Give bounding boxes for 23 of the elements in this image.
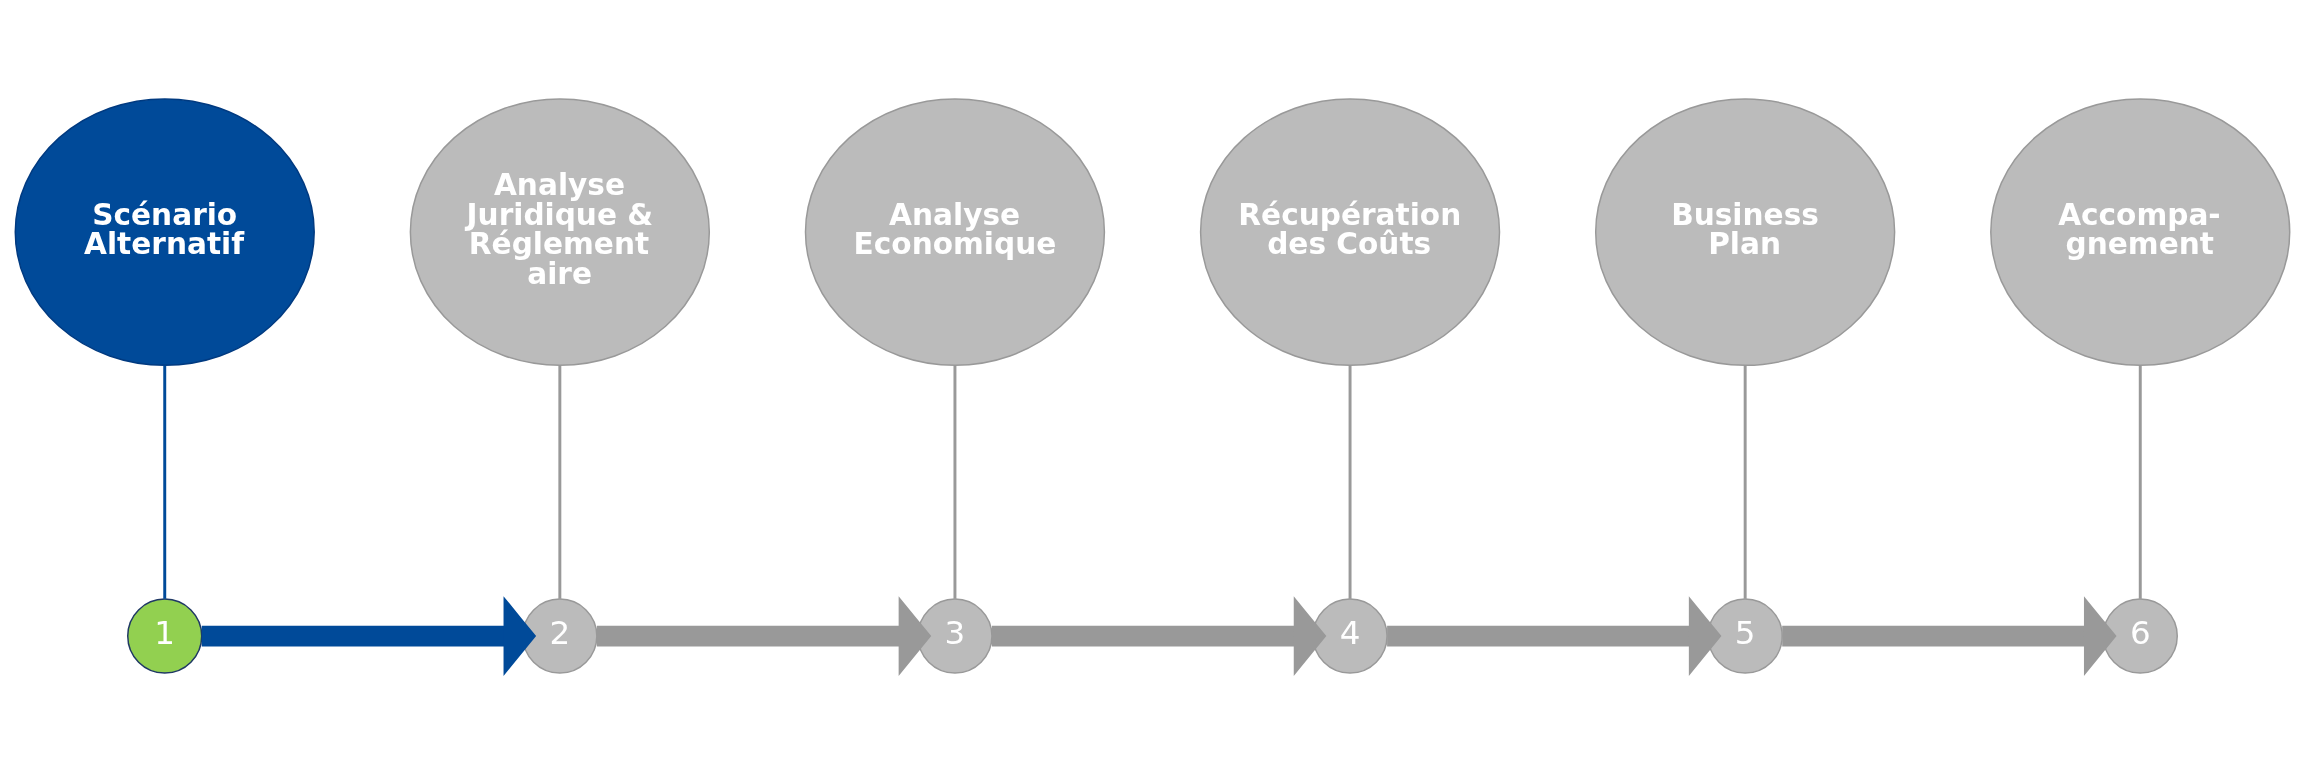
connector	[558, 365, 562, 599]
node-ellipse: Scénario Alternatif	[14, 98, 315, 366]
connector	[1348, 365, 1352, 599]
node-ellipse: Analyse Juridique & Réglement aire	[409, 98, 711, 366]
node-ellipse: Récupération des Coûts	[1199, 98, 1501, 366]
arrow	[201, 596, 537, 676]
node-circle: 3	[917, 598, 993, 674]
node-circle: 5	[1707, 598, 1783, 674]
arrow	[1387, 596, 1722, 676]
connector	[953, 365, 957, 599]
arrow	[596, 596, 932, 676]
connector	[163, 365, 167, 599]
arrow	[1782, 596, 2117, 676]
node-ellipse: Accompa- gnement	[1990, 98, 2291, 366]
node-circle: 6	[2102, 598, 2178, 674]
node-circle: 2	[522, 598, 598, 674]
node-ellipse: Analyse Economique	[804, 98, 1106, 366]
node-circle: 1	[127, 598, 203, 674]
connector	[1743, 365, 1747, 599]
connector	[2138, 365, 2142, 599]
arrow	[992, 596, 1327, 677]
node-circle: 4	[1312, 598, 1388, 674]
node-ellipse: Business Plan	[1594, 98, 1896, 366]
